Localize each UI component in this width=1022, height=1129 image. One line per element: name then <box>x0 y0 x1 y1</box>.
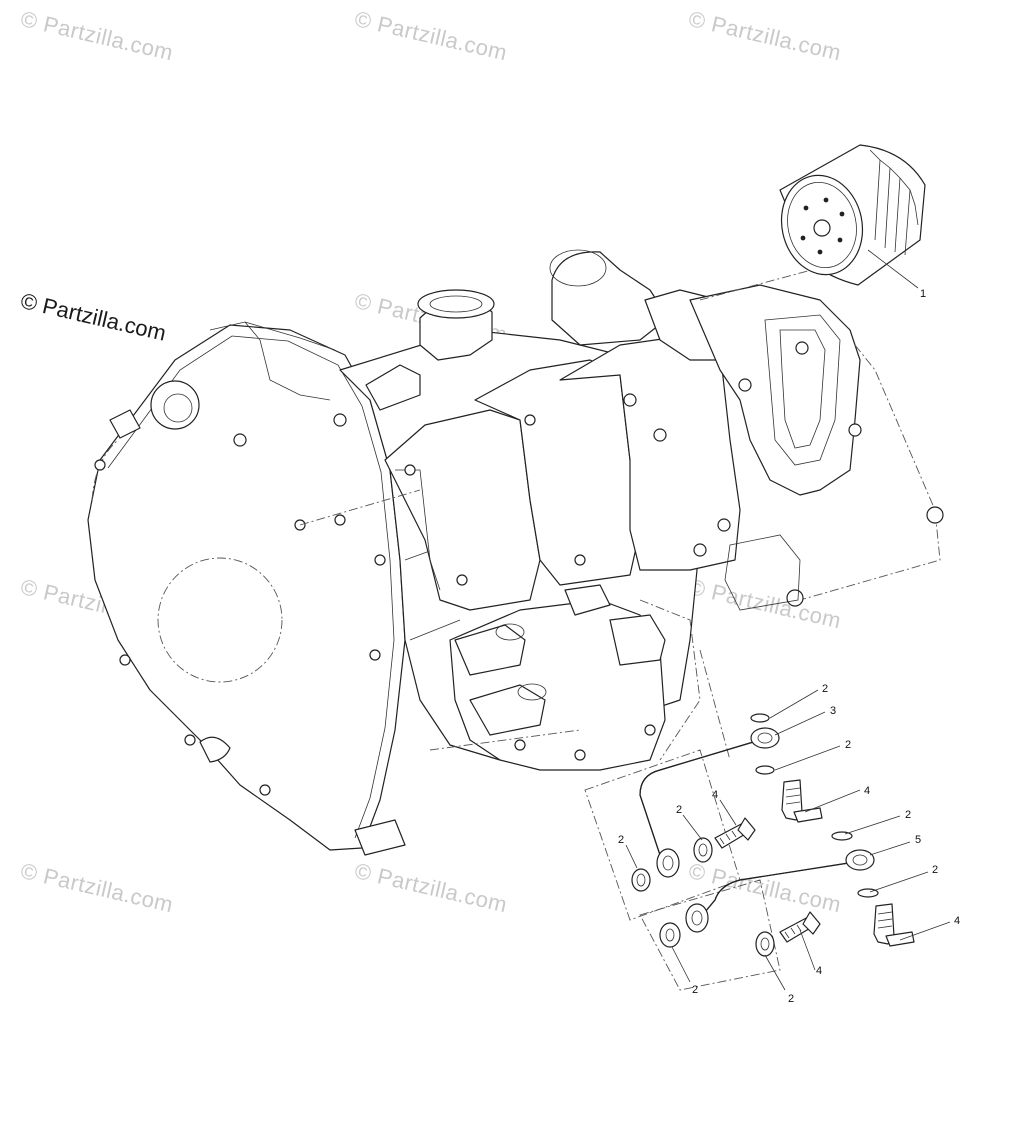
callout-4: 4 <box>712 789 718 801</box>
callout-2: 2 <box>692 984 698 996</box>
callout-2: 2 <box>905 809 911 821</box>
callout-leaders <box>625 689 951 991</box>
oil-line-lower <box>639 831 915 991</box>
callouts: 1 2 3 2 4 4 2 2 2 5 2 4 4 2 2 <box>618 288 960 1005</box>
callout-2: 2 <box>788 993 794 1005</box>
oil-cooler-cover <box>689 284 861 496</box>
engine-assembly <box>87 249 944 856</box>
callout-5: 5 <box>915 834 921 846</box>
cylinder-head-2 <box>474 359 641 586</box>
callout-2: 2 <box>822 683 828 695</box>
callout-2: 2 <box>676 804 682 816</box>
oil-filter <box>779 144 926 289</box>
callout-4: 4 <box>954 915 960 927</box>
callout-1: 1 <box>920 288 926 300</box>
oil-line-upper <box>584 713 823 921</box>
boss <box>150 380 200 430</box>
callout-2: 2 <box>618 834 624 846</box>
callout-3: 3 <box>830 705 836 717</box>
callout-4: 4 <box>864 785 870 797</box>
callout-2: 2 <box>932 864 938 876</box>
callout-4: 4 <box>816 965 822 977</box>
callout-2: 2 <box>845 739 851 751</box>
side-cover <box>87 324 406 851</box>
clutch-outline <box>157 557 283 683</box>
